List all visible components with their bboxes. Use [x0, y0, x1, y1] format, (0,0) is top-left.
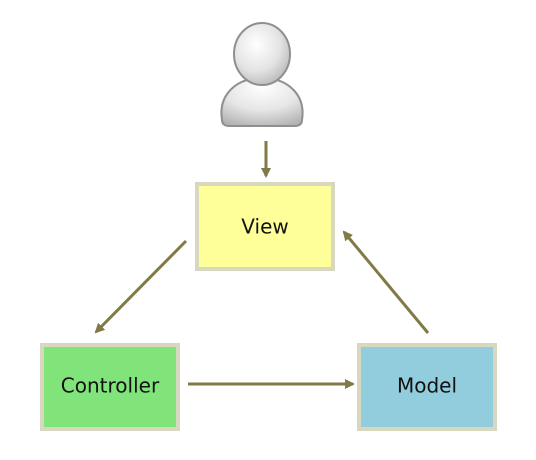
controller-label: Controller — [61, 374, 160, 398]
model-node: Model — [357, 343, 497, 431]
edge-model-to-view — [342, 230, 430, 334]
controller-box — [40, 343, 180, 431]
user-icon — [220, 22, 304, 127]
view-box — [195, 182, 335, 271]
controller-node: Controller — [40, 343, 180, 431]
model-box — [357, 343, 497, 431]
edge-view-to-controller — [94, 239, 188, 334]
view-label: View — [241, 215, 288, 239]
view-node: View — [195, 182, 335, 271]
model-label: Model — [397, 374, 457, 398]
